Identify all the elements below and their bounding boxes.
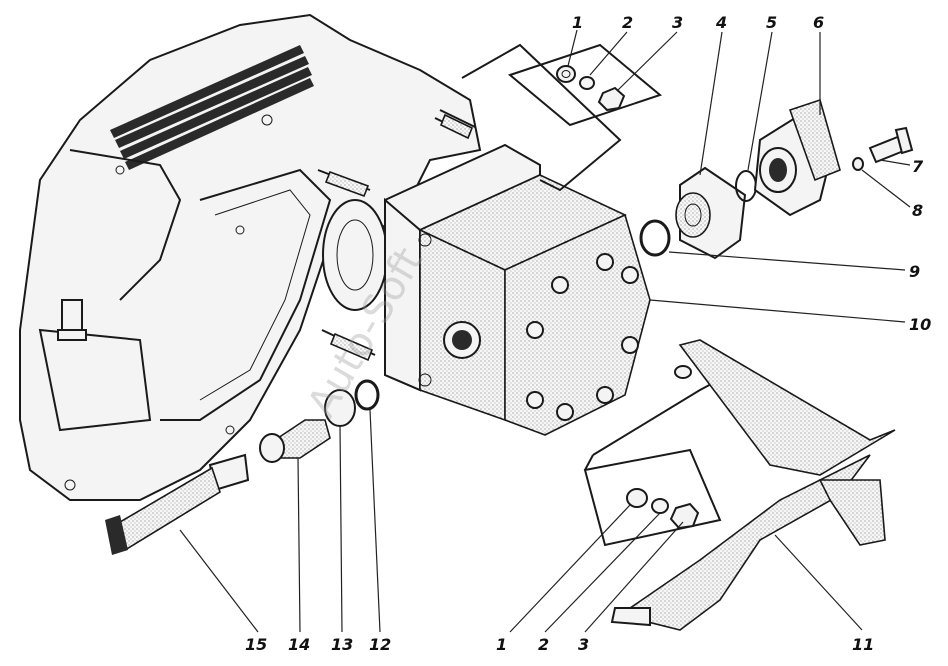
callout-2-bottom: 2 [538, 635, 549, 654]
gearbox-housing [19, 13, 482, 501]
gasket-set-bottom [583, 381, 722, 547]
elbow-fitting [753, 98, 841, 217]
bolt-and-washer [852, 126, 914, 171]
hose [105, 453, 250, 555]
callout-labels: 1 2 3 4 5 6 7 8 9 10 11 15 14 13 12 1 2 … [245, 13, 931, 654]
flange-fitting [675, 166, 747, 260]
callout-1-top: 1 [572, 13, 583, 32]
callout-15: 15 [245, 635, 267, 654]
mounting-bracket [610, 339, 896, 631]
callout-11: 11 [852, 635, 874, 654]
callout-7: 7 [912, 157, 924, 176]
callout-8: 8 [912, 201, 923, 220]
studs [317, 109, 476, 362]
callout-6: 6 [813, 13, 824, 32]
callout-5: 5 [766, 13, 777, 32]
hydraulic-pump [384, 143, 651, 436]
callout-14: 14 [288, 635, 310, 654]
callout-2-top: 2 [622, 13, 633, 32]
leader-lines [179, 29, 911, 633]
callout-12: 12 [369, 635, 391, 654]
o-ring-12 [354, 379, 380, 411]
callout-4: 4 [715, 13, 727, 32]
callout-9: 9 [909, 262, 920, 281]
o-ring-5 [735, 170, 757, 202]
callout-3-top: 3 [672, 13, 683, 32]
o-ring-9 [639, 219, 671, 257]
hose-fitting [259, 419, 331, 463]
gasket-set-top [461, 43, 663, 192]
callout-13: 13 [331, 635, 353, 654]
callout-1-bottom: 1 [496, 635, 507, 654]
callout-3-bottom: 3 [578, 635, 589, 654]
callout-10: 10 [909, 315, 931, 334]
